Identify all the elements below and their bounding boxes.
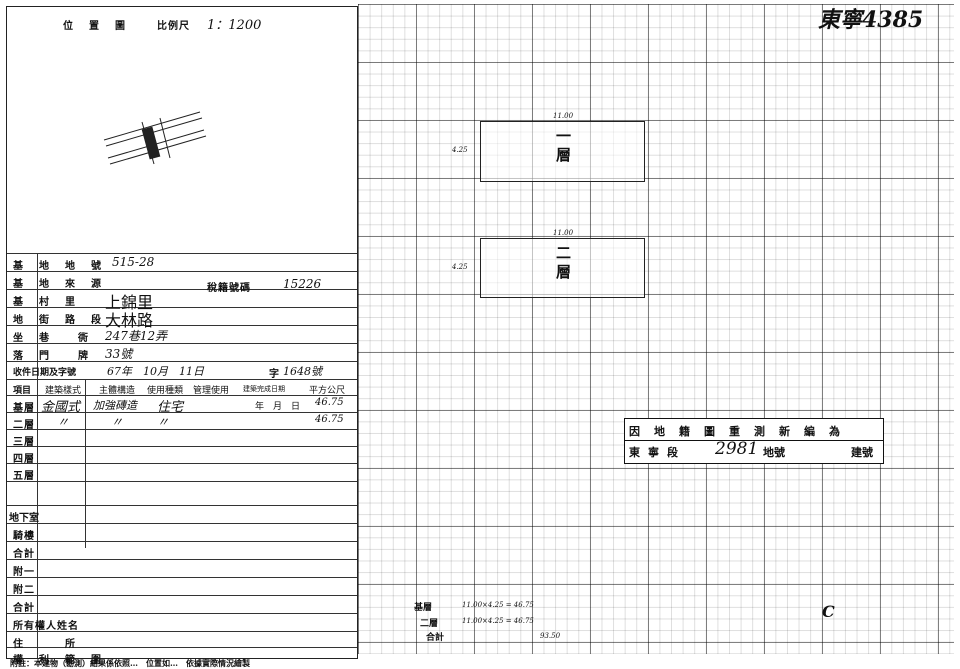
survey-grid-sheet (358, 4, 954, 654)
village-label: 基 村 里 (13, 297, 78, 308)
floor-row-label: 四層 (13, 454, 35, 465)
col-completion-date: 建築完成日期 (243, 385, 285, 393)
stamp-line2-prefix: 東寧段 (629, 446, 686, 459)
col-structure: 主體構造 (99, 386, 136, 396)
owner-address-label: 住 所 (13, 639, 78, 650)
village-value: 上錦里 (105, 293, 154, 312)
lane-label: 坐 巷 衖 (13, 333, 91, 344)
tax-id-value: 15226 (283, 277, 322, 291)
lower-row-label: 地下室 (9, 513, 39, 524)
scale-label: 比例尺 (157, 21, 190, 32)
floor1-depth-dim: 4.25 (452, 146, 468, 154)
calc2-label: 二層 (420, 619, 439, 629)
calc-total-label: 合計 (426, 633, 445, 643)
lower-row-label: 合計 (13, 549, 35, 560)
owner-name-label: 所有權人姓名 (13, 621, 79, 632)
col-area: 平方公尺 (309, 386, 346, 396)
lower-row-label: 附一 (13, 567, 35, 578)
floor-row-label: 基層 (13, 403, 35, 414)
stamp-line2-suffix: 建號 (851, 446, 873, 459)
floor-use: 〃 (157, 415, 170, 429)
floor2-width-dim: 11.00 (553, 229, 574, 237)
mark-c: C (822, 602, 835, 621)
floor1-width-dim: 11.00 (553, 112, 574, 120)
col-management: 管理使用 (193, 386, 230, 396)
door-number-label: 落 門 牌 (13, 351, 91, 362)
lot-number-label: 基 地 地 號 (13, 261, 104, 272)
calc1-formula: 11.00×4.25 = 46.75 (462, 601, 534, 609)
calc-total-value: 93.50 (540, 632, 561, 640)
floor-date-unit: 年 月 日 (255, 402, 301, 412)
receipt-date: 67年 10月 11日 (107, 365, 204, 378)
lane-value: 247巷12弄 (105, 329, 168, 343)
receipt-word-label: 字 (269, 369, 282, 380)
floor2-depth-dim: 4.25 (452, 263, 468, 271)
tax-id-label: 稅籍號碼 (207, 283, 251, 294)
building-survey-form: 位 置 圖 比例尺 1：1200 基 地 地 號 515-28 基 (6, 6, 358, 666)
lower-row-label: 合計 (13, 603, 35, 614)
floor-row-label: 五層 (13, 471, 35, 482)
floor1-label: 一層 (554, 128, 572, 166)
floor-row-label: 三層 (13, 437, 35, 448)
floor-area: 46.75 (315, 414, 344, 425)
road-label: 地 街 路 段 (13, 315, 104, 326)
handwritten-id: 東寧4385 (818, 7, 924, 33)
scale-value: 1：1200 (207, 18, 262, 33)
floor-use: 住宅 (157, 400, 184, 415)
renumbering-stamp: 因地籍圖重測新編為 東寧段 2981 地號 建號 (624, 418, 884, 464)
calc2-formula: 11.00×4.25 = 46.75 (462, 617, 534, 625)
road-value: 大林路 (105, 311, 154, 330)
lower-row-label: 騎樓 (13, 531, 35, 542)
rights-scope-label: 權 利 範 圍 (13, 655, 104, 666)
lot-source-label: 基 地 來 源 (13, 279, 104, 290)
lower-row-label: 附二 (13, 585, 35, 596)
col-style: 建築樣式 (45, 386, 82, 396)
receipt-word-number: 1648號 (283, 365, 322, 378)
door-number-value: 33號 (105, 347, 133, 361)
floor-style: 金國式 (41, 400, 81, 415)
floor-structure: 〃 (111, 415, 124, 429)
stamp-line1: 因地籍圖重測新編為 (629, 425, 854, 438)
location-sketch (103, 111, 207, 165)
lot-number-value: 515-28 (112, 255, 155, 269)
floor1-outline: 一層 (480, 121, 645, 182)
floor2-label: 二層 (554, 245, 572, 283)
footer-note: 附註：本建物（勘測）結果係依照… 位置如… 依據實際情況繪製 (10, 658, 250, 668)
floor-style: 〃 (57, 415, 70, 429)
col-use-type: 使用種類 (147, 386, 184, 396)
stamp-lot-number: 2981 (715, 439, 759, 459)
receipt-label: 收件日期及字號 (13, 368, 77, 378)
col-item: 項目 (13, 386, 32, 396)
floor-structure: 加強磚造 (93, 399, 137, 412)
floor-row-label: 二層 (13, 420, 35, 431)
stamp-line2-mid: 地號 (763, 446, 785, 459)
floor-area: 46.75 (315, 397, 344, 408)
floor2-outline: 二層 (480, 238, 645, 298)
location-map-title: 位 置 圖 (63, 21, 128, 32)
calc1-label: 基層 (414, 603, 433, 613)
